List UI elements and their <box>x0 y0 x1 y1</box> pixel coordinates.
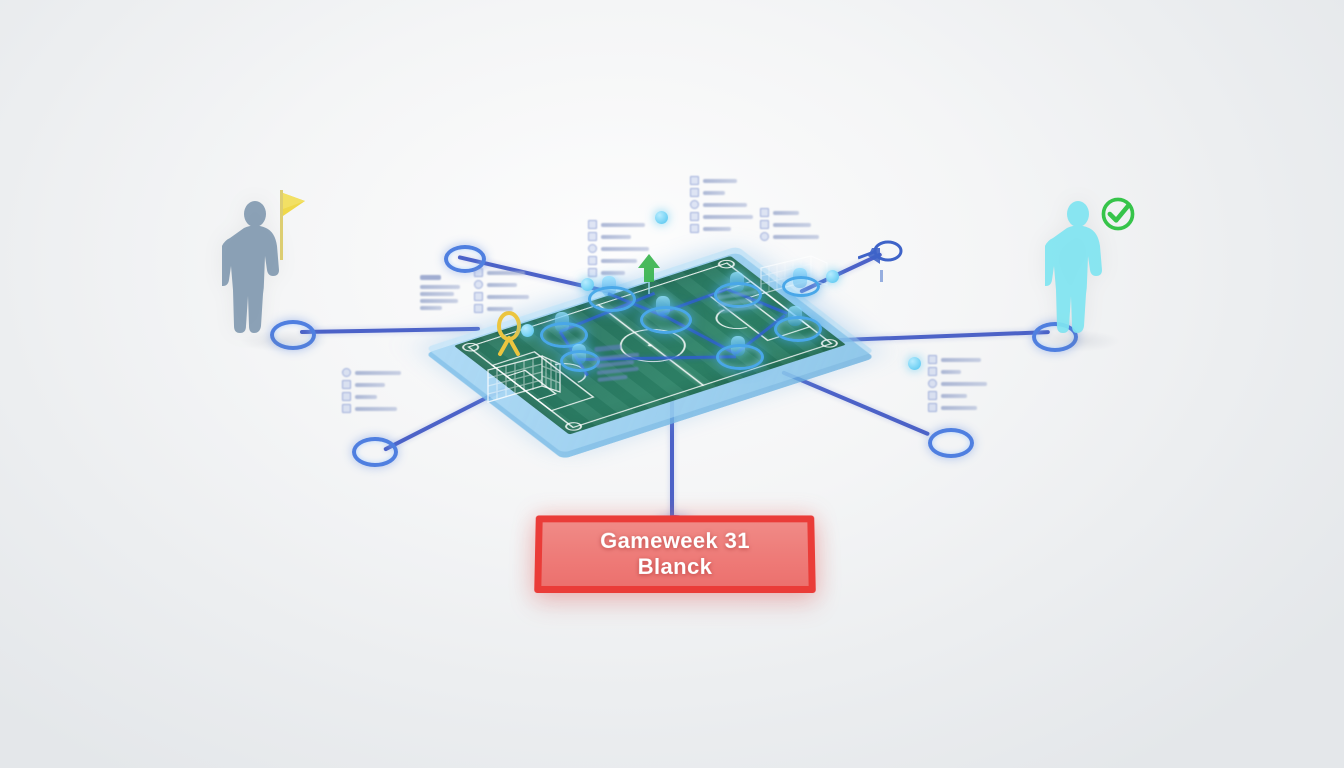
pitch-player-node[interactable] <box>714 282 762 308</box>
highlight-dot <box>521 324 534 337</box>
connector-ring-top-left[interactable] <box>444 245 486 273</box>
highlight-dot <box>826 270 839 283</box>
pitch-player-node[interactable] <box>716 344 764 370</box>
connector-ring-right[interactable] <box>1032 322 1078 352</box>
stats-panel-pitch-center <box>594 341 656 385</box>
stats-panel-bottom-right <box>928 355 990 415</box>
banner-line-1: Gameweek 31 <box>600 528 750 554</box>
gameweek-banner[interactable]: Gameweek 31 Blanck <box>534 515 816 594</box>
stats-panel-top-center <box>588 220 656 280</box>
connector-ring-bottom-left[interactable] <box>352 437 398 467</box>
stats-panel-bottom-left <box>342 368 404 416</box>
stats-panel-top-center-2 <box>690 176 756 236</box>
right-figure-shadow <box>1030 330 1120 352</box>
available-player-silhouette[interactable] <box>1045 198 1117 338</box>
connector-ring-left[interactable] <box>270 320 316 350</box>
green-arrow-marker <box>638 254 660 294</box>
highlight-dot <box>655 211 668 224</box>
corner-arc-bl <box>561 420 586 433</box>
goal-net-near <box>487 355 561 403</box>
pitch-player-node[interactable] <box>588 286 636 312</box>
connector-ring-bottom-right[interactable] <box>928 428 974 458</box>
left-figure-shadow <box>240 330 330 352</box>
banner-text: Gameweek 31 Blanck <box>534 515 816 593</box>
flag-icon <box>280 190 305 260</box>
unavailable-player-silhouette[interactable] <box>222 198 294 338</box>
stats-panel-top-left <box>420 275 466 313</box>
stats-panel-top-right <box>760 208 820 244</box>
highlight-dot <box>908 357 921 370</box>
yellow-ring-marker <box>497 311 521 356</box>
check-circle-icon <box>1101 197 1135 231</box>
pitch-player-node[interactable] <box>540 322 588 348</box>
pitch-player-node[interactable] <box>774 316 822 342</box>
banner-line-2: Blanck <box>637 554 713 579</box>
highlight-dot <box>581 278 594 291</box>
blue-pin-marker <box>858 240 903 282</box>
pitch-player-node[interactable] <box>640 306 692 334</box>
stats-panel-left <box>474 268 536 316</box>
pitch-player-node[interactable] <box>560 350 600 372</box>
pitch-player-node[interactable] <box>782 276 820 297</box>
